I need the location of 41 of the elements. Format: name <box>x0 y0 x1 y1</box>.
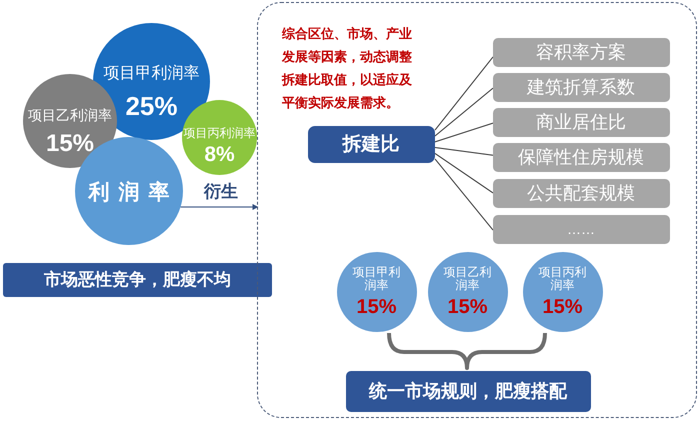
item-box <box>492 178 670 208</box>
banner-text: 市场恶性竞争，肥瘦不均 <box>44 270 231 290</box>
circle-label: 项目甲利润率 <box>104 64 200 82</box>
circle-label: 项目乙利润率 <box>28 106 112 124</box>
box-label: 商业居住比 <box>536 111 626 133</box>
box-label: 容积率方案 <box>536 41 626 63</box>
box-label: 保障性住房规模 <box>518 146 644 168</box>
percent-value: 25% <box>125 90 178 122</box>
percent-value: 8% <box>204 142 235 166</box>
connector-line <box>434 158 494 231</box>
banner <box>3 263 272 297</box>
item-box <box>492 108 670 136</box>
banner <box>346 370 590 412</box>
connector-line <box>434 56 494 131</box>
percent-value: 15% <box>542 294 583 318</box>
percent-value: 15% <box>356 294 397 318</box>
circle-label: 项目甲利润率 <box>352 266 402 292</box>
label-box <box>308 126 434 162</box>
circle-label: 利 润 率 <box>88 180 170 204</box>
percent-value: 15% <box>447 294 488 318</box>
box-label: …… <box>567 220 595 238</box>
connector-line <box>434 122 494 142</box>
item-box <box>492 214 670 244</box>
note-text: 综合区位、市场、产业发展等因素，动态调整拆建比取值，以适应及平衡实际发展需求。 <box>282 24 413 112</box>
item-box <box>492 142 670 172</box>
box-label: 公共配套规模 <box>527 182 635 204</box>
edge-label: 衍生 <box>203 182 240 202</box>
item-box <box>492 38 670 66</box>
arrow <box>180 204 258 210</box>
connector-line <box>434 152 494 194</box>
percent-value: 15% <box>46 128 94 158</box>
connector-line <box>434 88 494 136</box>
circle-label: 项目丙利润率 <box>538 266 588 292</box>
circle-label: 项目乙利润率 <box>442 266 492 292</box>
circle-label: 项目丙利润率 <box>184 126 256 140</box>
box-label: 建筑折算系数 <box>527 76 635 98</box>
box-label: 拆建比 <box>342 132 400 156</box>
dashed-frame <box>257 2 697 418</box>
banner-text: 统一市场规则，肥瘦搭配 <box>369 380 567 402</box>
item-box <box>492 72 670 102</box>
connector-line <box>434 147 494 156</box>
